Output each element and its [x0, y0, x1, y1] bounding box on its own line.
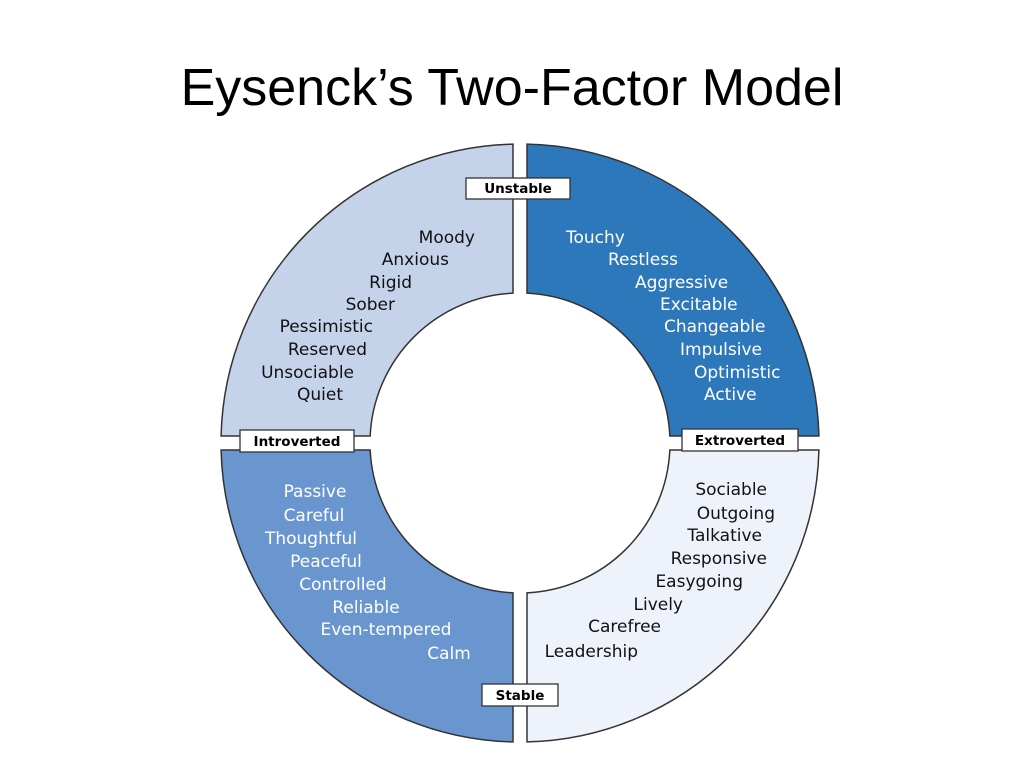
- trait-careful: Careful: [284, 506, 345, 526]
- trait-pessimistic: Pessimistic: [280, 317, 373, 337]
- quadrant-bottom-right: SociableOutgoingTalkativeResponsiveEasyg…: [526, 449, 820, 743]
- trait-even-tempered: Even-tempered: [321, 620, 452, 640]
- trait-sociable: Sociable: [695, 480, 767, 500]
- trait-reserved: Reserved: [288, 340, 367, 360]
- axis-label-extroverted-box: Extroverted: [681, 428, 799, 452]
- trait-calm: Calm: [427, 644, 471, 664]
- trait-optimistic: Optimistic: [694, 363, 780, 383]
- trait-carefree: Carefree: [588, 617, 661, 637]
- trait-active: Active: [704, 385, 757, 405]
- trait-aggressive: Aggressive: [635, 273, 728, 293]
- trait-lively: Lively: [634, 595, 684, 615]
- axis-label-stable: Stable: [496, 688, 545, 704]
- trait-talkative: Talkative: [686, 526, 762, 546]
- trait-passive: Passive: [284, 482, 347, 502]
- axis-label-stable-box: Stable: [481, 683, 559, 707]
- trait-rigid: Rigid: [369, 273, 412, 293]
- trait-peaceful: Peaceful: [290, 552, 362, 572]
- quadrant-top-right: TouchyRestlessAggressiveExcitableChangea…: [526, 143, 820, 437]
- trait-impulsive: Impulsive: [680, 340, 762, 360]
- axis-label-extroverted: Extroverted: [695, 433, 785, 449]
- trait-reliable: Reliable: [332, 598, 399, 618]
- trait-responsive: Responsive: [671, 549, 767, 569]
- quadrant-bottom-left: PassiveCarefulThoughtfulPeacefulControll…: [220, 449, 514, 743]
- axis-label-introverted-box: Introverted: [239, 429, 355, 453]
- trait-changeable: Changeable: [664, 317, 765, 337]
- quadrant-bottom-right-traits: SociableOutgoingTalkativeResponsiveEasyg…: [545, 480, 775, 662]
- axis-label-unstable: Unstable: [484, 181, 552, 197]
- axis-label-unstable-box: Unstable: [465, 177, 571, 200]
- slide-title: Eysenck’s Two-Factor Model: [180, 59, 844, 117]
- trait-restless: Restless: [608, 250, 678, 270]
- quadrant-bottom-right-shape: [526, 449, 820, 743]
- axis-label-introverted: Introverted: [254, 434, 341, 450]
- quadrant-top-right-shape: [526, 143, 820, 437]
- trait-leadership: Leadership: [545, 642, 638, 662]
- quadrant-top-left-traits: MoodyAnxiousRigidSoberPessimisticReserve…: [261, 228, 475, 405]
- quadrant-top-left-shape: [220, 143, 514, 437]
- trait-excitable: Excitable: [660, 295, 738, 315]
- trait-sober: Sober: [346, 295, 395, 315]
- quadrant-top-right-traits: TouchyRestlessAggressiveExcitableChangea…: [565, 228, 780, 405]
- trait-anxious: Anxious: [382, 250, 449, 270]
- trait-unsociable: Unsociable: [261, 363, 354, 383]
- trait-easygoing: Easygoing: [655, 572, 743, 592]
- trait-moody: Moody: [419, 228, 475, 248]
- trait-thoughtful: Thoughtful: [264, 529, 357, 549]
- trait-touchy: Touchy: [565, 228, 625, 248]
- trait-outgoing: Outgoing: [697, 504, 775, 524]
- trait-controlled: Controlled: [299, 575, 386, 595]
- quadrant-bottom-left-traits: PassiveCarefulThoughtfulPeacefulControll…: [264, 482, 471, 664]
- quadrant-bottom-left-shape: [220, 449, 514, 743]
- quadrant-top-left: MoodyAnxiousRigidSoberPessimisticReserve…: [220, 143, 514, 437]
- trait-quiet: Quiet: [297, 385, 343, 405]
